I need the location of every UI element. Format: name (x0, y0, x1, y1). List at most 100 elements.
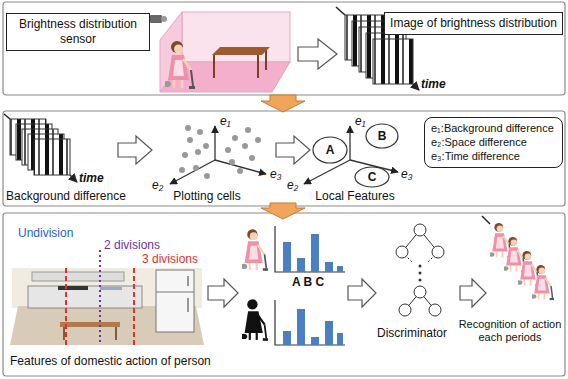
scatter-plot-part (195, 149, 201, 155)
division-line-part (133, 268, 135, 345)
decision-tree-part (414, 286, 426, 298)
kitchen-illustration-part (100, 287, 122, 290)
recognized-actions-part (482, 216, 490, 224)
time-axis-label-holder: time (79, 171, 104, 185)
box-text: Brightness distribution sensor (10, 17, 146, 47)
stage-label-holder: Recognition of action each periods (455, 318, 565, 344)
room-illustration-part (212, 47, 270, 55)
panel-frame-part (3, 213, 565, 376)
local-feature-plot (304, 124, 398, 187)
stage-label: Background difference (6, 189, 126, 203)
kitchen-illustration-part (187, 276, 189, 286)
person-histogram-part (275, 226, 345, 272)
difference-stack-part (70, 175, 77, 182)
room-illustration-part (163, 41, 197, 89)
kitchen-illustration-part (58, 286, 88, 290)
local-feature-plot-part (349, 126, 350, 160)
room-illustration-part (182, 12, 290, 62)
division-label: 3 divisions (142, 252, 198, 266)
division-line (66, 250, 134, 345)
division-label-holder: 2 divisions (104, 238, 160, 252)
cluster-label-holder: B (378, 129, 387, 143)
axis-key-box: e₁:Background differencee₂:Space differe… (424, 117, 563, 168)
person-histogram-part (297, 309, 305, 345)
sensor-box: Brightness distribution sensor (6, 13, 150, 51)
stage-label: Features of domestic action of person (10, 354, 211, 368)
block-arrow-part (208, 279, 238, 307)
block-arrow-part (460, 279, 486, 307)
local-feature-plot-part (355, 167, 389, 187)
panel-frame (3, 2, 565, 376)
axis-label-holder: e₃ (401, 167, 412, 181)
scatter-plot (170, 125, 266, 184)
time-axis-label: time (79, 171, 104, 185)
person-histogram-part (311, 234, 319, 272)
histogram-label-holder: A B C (292, 275, 324, 289)
scatter-plot-part (170, 160, 215, 184)
person-histogram-part (283, 242, 291, 272)
scatter-plot-part (242, 143, 248, 149)
box-text: e₂:Space difference (431, 136, 527, 150)
box-text: e₁:Background difference (431, 122, 554, 136)
time-axis-label-holder: time (421, 77, 446, 91)
room-illustration-part (213, 55, 215, 78)
kitchen-illustration-part (187, 298, 189, 312)
axis-label: e₃ (270, 167, 281, 181)
cluster-label-holder: C (368, 170, 377, 184)
person-histogram-part (240, 299, 269, 341)
sensor-camera-part (150, 15, 162, 23)
block-arrow-part (118, 136, 152, 164)
scatter-plot-part (204, 173, 210, 179)
decision-tree-part (429, 304, 441, 316)
recognized-actions (482, 216, 555, 300)
decision-tree-part (432, 246, 444, 258)
block-arrow-part (276, 136, 310, 164)
cluster-label-holder: A (326, 143, 335, 157)
stage-label: Local Features (315, 189, 394, 203)
scatter-plot-part (232, 135, 238, 141)
stage-label-holder: Background difference (6, 189, 126, 203)
time-axis-label: time (421, 77, 446, 91)
stage-label-holder: Local Features (315, 189, 394, 203)
axis-label: e₃ (401, 167, 412, 181)
decision-tree-part (419, 272, 422, 275)
person-histogram-part (337, 266, 343, 272)
person-histogram-part (325, 262, 333, 272)
room-illustration (160, 12, 290, 92)
cluster-label: A (326, 143, 335, 157)
axis-label: e₂ (152, 178, 163, 192)
room-illustration-part (265, 50, 267, 70)
difference-stack-part (34, 139, 70, 175)
box-text: Image of brightness distribution (390, 16, 557, 31)
division-label: 2 divisions (104, 238, 160, 252)
axis-label-holder: e₂ (152, 178, 163, 192)
scatter-plot-part (179, 167, 185, 173)
block-arrow-part (298, 39, 337, 69)
axis-label: e₂ (287, 178, 298, 192)
kitchen-illustration-part (28, 286, 142, 308)
axis-label-holder: e₁ (220, 114, 230, 128)
box-text: e₃:Time difference (431, 150, 520, 164)
person-histogram-part (283, 331, 291, 345)
scatter-plot-part (225, 147, 231, 153)
cluster-label: B (378, 129, 387, 143)
scatter-plot-part (255, 137, 261, 143)
difference-stack (4, 114, 77, 182)
scatter-plot-part (245, 127, 251, 133)
person-histogram-part (275, 300, 345, 345)
block-arrow-part (348, 279, 376, 307)
histogram-label: A B C (292, 275, 324, 289)
sensor-camera (150, 15, 167, 23)
local-feature-plot-part (366, 124, 398, 148)
axis-label-holder: e₂ (287, 178, 298, 192)
scatter-plot-part (214, 126, 215, 160)
panel-frame-part (3, 2, 565, 95)
cluster-label: C (368, 170, 377, 184)
image-stack-part (413, 84, 419, 90)
kitchen-illustration-part (32, 272, 124, 281)
scatter-plot-part (182, 152, 188, 158)
person-histogram (240, 226, 345, 345)
scatter-plot-part (197, 129, 203, 135)
flow-arrow-part (261, 95, 305, 112)
